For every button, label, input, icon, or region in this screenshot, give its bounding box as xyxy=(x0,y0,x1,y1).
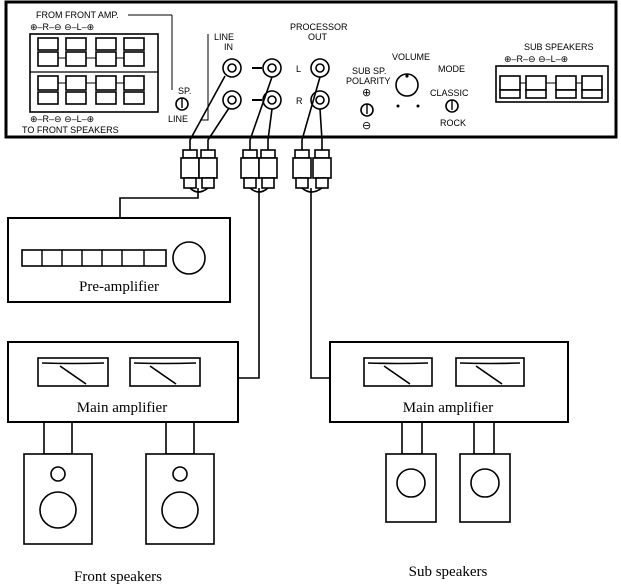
front-speakers: Front speakers xyxy=(23,421,215,585)
front-amp-meter-left xyxy=(37,357,109,387)
main-amplifier-front: Main amplifier xyxy=(7,341,239,423)
pre-amplifier: Pre-amplifier xyxy=(7,217,231,303)
line-in-label-1: LINE xyxy=(214,32,234,42)
front-speaker-left xyxy=(23,421,93,545)
sub-sp-label: SUB SP. xyxy=(352,66,386,76)
front-terminal-legend-top: ⊕–R–⊖ ⊖–L–⊕ xyxy=(30,22,94,32)
main-amplifier-sub: Main amplifier xyxy=(329,341,569,423)
link-jack-l xyxy=(262,58,282,78)
from-front-amp-label: FROM FRONT AMP. xyxy=(36,10,119,20)
cables xyxy=(119,75,330,379)
sub-speaker-terminal-block: SUB SPEAKERS ⊕–R–⊖ ⊖–L–⊕ xyxy=(495,42,609,103)
sub-speakers-terminal-label: SUB SPEAKERS xyxy=(524,42,594,52)
sub-terminal-legend: ⊕–R–⊖ ⊖–L–⊕ xyxy=(504,54,568,64)
sub-sp-polarity-switch: SUB SP. POLARITY ⊕ ⊖ xyxy=(346,66,391,132)
to-front-speakers-label: TO FRONT SPEAKERS xyxy=(22,125,119,135)
pre-amplifier-label: Pre-amplifier xyxy=(79,279,159,295)
sp-label: SP. xyxy=(178,86,191,96)
polarity-label: POLARITY xyxy=(346,76,391,86)
volume-knob: VOLUME xyxy=(392,52,430,108)
rca-plugs xyxy=(180,149,332,193)
rca-plug-pair-line-in xyxy=(180,149,218,193)
front-speakers-label: Front speakers xyxy=(74,569,162,585)
polarity-plus-symbol: ⊕ xyxy=(362,87,371,99)
front-output-terminals xyxy=(37,75,145,105)
mode-label: MODE xyxy=(438,64,465,74)
sp-line-switch: SP. LINE xyxy=(168,86,191,124)
channel-l-label: L xyxy=(296,64,301,74)
front-terminal-block: FROM FRONT AMP. ⊕–R–⊖ ⊖–L–⊕ ⊕–R–⊖ xyxy=(22,10,173,135)
line-in-jack-l xyxy=(222,58,242,78)
processor-out-label-1: PROCESSOR xyxy=(290,22,348,32)
pre-amp-display-segments xyxy=(21,249,167,267)
polarity-minus-symbol: ⊖ xyxy=(362,120,371,132)
sub-speakers: Sub speakers xyxy=(385,421,511,580)
channel-r-label: R xyxy=(296,96,303,106)
rock-label: ROCK xyxy=(440,118,466,128)
main-amplifier-front-label: Main amplifier xyxy=(77,400,167,416)
processor-out-label-2: OUT xyxy=(308,32,328,42)
sub-amp-meter-left xyxy=(363,357,433,387)
volume-label: VOLUME xyxy=(392,52,430,62)
sub-amp-meter-right xyxy=(455,357,525,387)
front-speaker-right xyxy=(145,421,215,545)
rca-plug-pair-processor-out xyxy=(292,149,332,193)
mode-switch: MODE CLASSIC ROCK xyxy=(430,64,469,128)
rear-panel: FROM FRONT AMP. ⊕–R–⊖ ⊖–L–⊕ ⊕–R–⊖ xyxy=(4,0,618,139)
sub-speaker-right xyxy=(459,421,511,523)
pre-amp-knob xyxy=(172,241,206,275)
line-in-section: LINE IN xyxy=(200,32,262,121)
main-amplifier-sub-label: Main amplifier xyxy=(403,400,493,416)
processor-out-section: PROCESSOR OUT L R xyxy=(262,22,348,110)
line-in-jack-r xyxy=(222,90,242,110)
front-amp-meter-right xyxy=(129,357,201,387)
rca-plug-pair-front-link xyxy=(240,149,278,193)
sub-speakers-label: Sub speakers xyxy=(409,564,488,580)
processor-out-jack-l xyxy=(310,58,330,78)
sp-line-switch-line-label: LINE xyxy=(168,114,188,124)
sub-speaker-left xyxy=(385,421,437,523)
front-terminal-legend-bottom: ⊕–R–⊖ ⊖–L–⊕ xyxy=(30,114,94,124)
front-input-terminals xyxy=(37,37,145,67)
classic-label: CLASSIC xyxy=(430,88,469,98)
line-in-label-2: IN xyxy=(224,42,233,52)
